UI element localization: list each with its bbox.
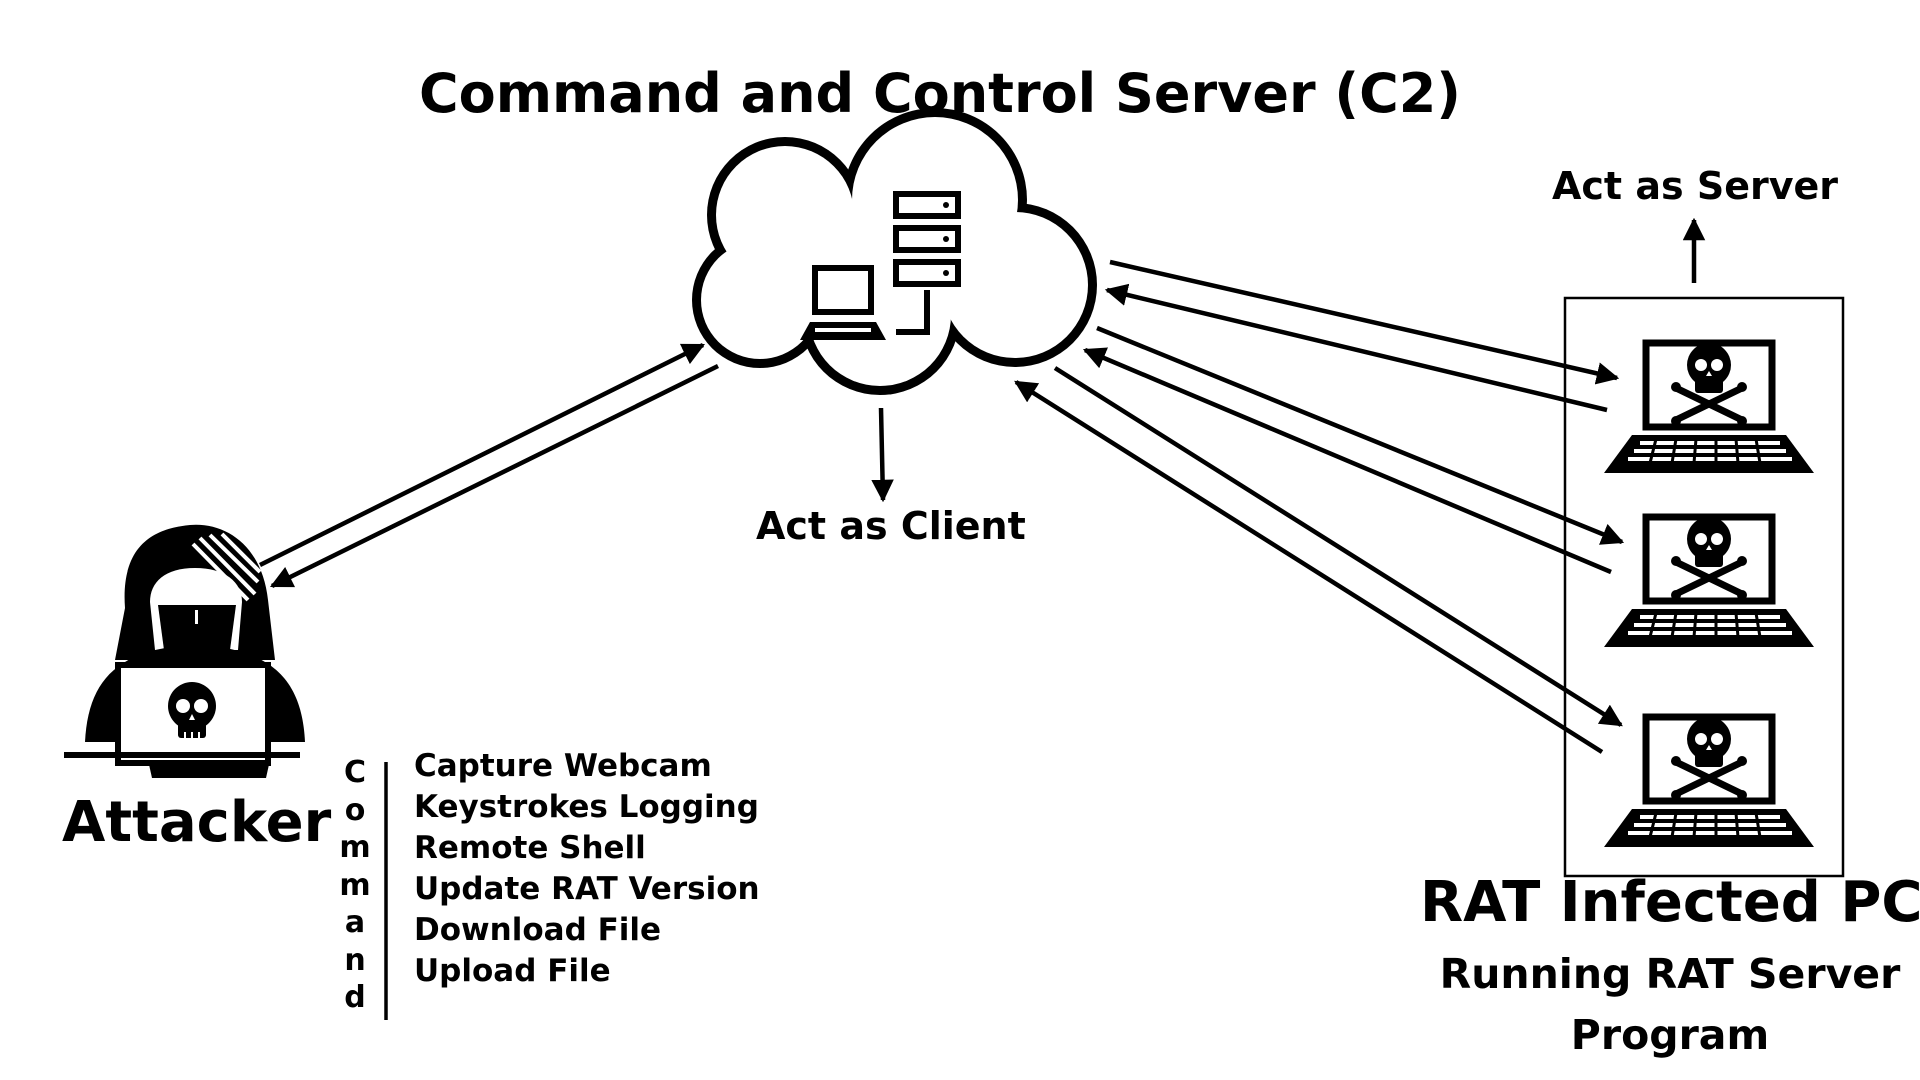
command-letter: a [344, 905, 366, 940]
command-letter: m [339, 867, 371, 903]
command-letter: o [344, 792, 366, 828]
command-item: Keystrokes Logging [414, 789, 759, 825]
arrow-c2-to-pc3 [1053, 366, 1623, 727]
command-item: Upload File [414, 953, 611, 989]
command-item: Update RAT Version [414, 871, 760, 907]
arrow-pc3-to-c2 [1014, 380, 1604, 754]
hooded-hacker-icon [64, 524, 305, 778]
command-item: Download File [414, 912, 662, 948]
arrow-pc1-to-c2 [1104, 283, 1608, 413]
arrow-c2-to-attacker [269, 363, 719, 589]
arrow-c2-to-pc1 [1109, 259, 1620, 385]
act-as-server-label: Act as Server [1552, 164, 1838, 208]
infected-group-frame [1563, 296, 1845, 878]
command-letter: d [344, 980, 366, 1015]
command-item: Remote Shell [414, 830, 646, 866]
command-item: Capture Webcam [414, 748, 712, 784]
skull-laptop-icon [1604, 517, 1814, 647]
c2-laptop-icon [800, 265, 886, 340]
c2-cloud-icon [692, 108, 1097, 395]
act-as-client-label: Act as Client [756, 504, 1026, 548]
attacker-label: Attacker [62, 790, 332, 855]
arrow-c2-to-client-label [871, 407, 894, 503]
infected-pc-subtitle: Running RAT Server Program [1439, 950, 1901, 1059]
command-letter: C [343, 755, 367, 790]
connection-arrows [258, 217, 1706, 754]
command-letter: n [344, 942, 366, 978]
arrow-c2-to-pc2 [1096, 325, 1625, 545]
c2-server-rack-icon [893, 191, 961, 335]
command-letter: m [339, 830, 371, 865]
infected-pc-title: RAT Infected PC [1420, 870, 1920, 935]
skull-laptop-icon [1604, 343, 1814, 473]
arrow-pc2-to-c2 [1082, 347, 1612, 575]
arrow-attacker-to-c2 [258, 342, 706, 568]
skull-laptop-icon [1604, 717, 1814, 847]
diagram-title: Command and Control Server (C2) [419, 62, 1461, 125]
